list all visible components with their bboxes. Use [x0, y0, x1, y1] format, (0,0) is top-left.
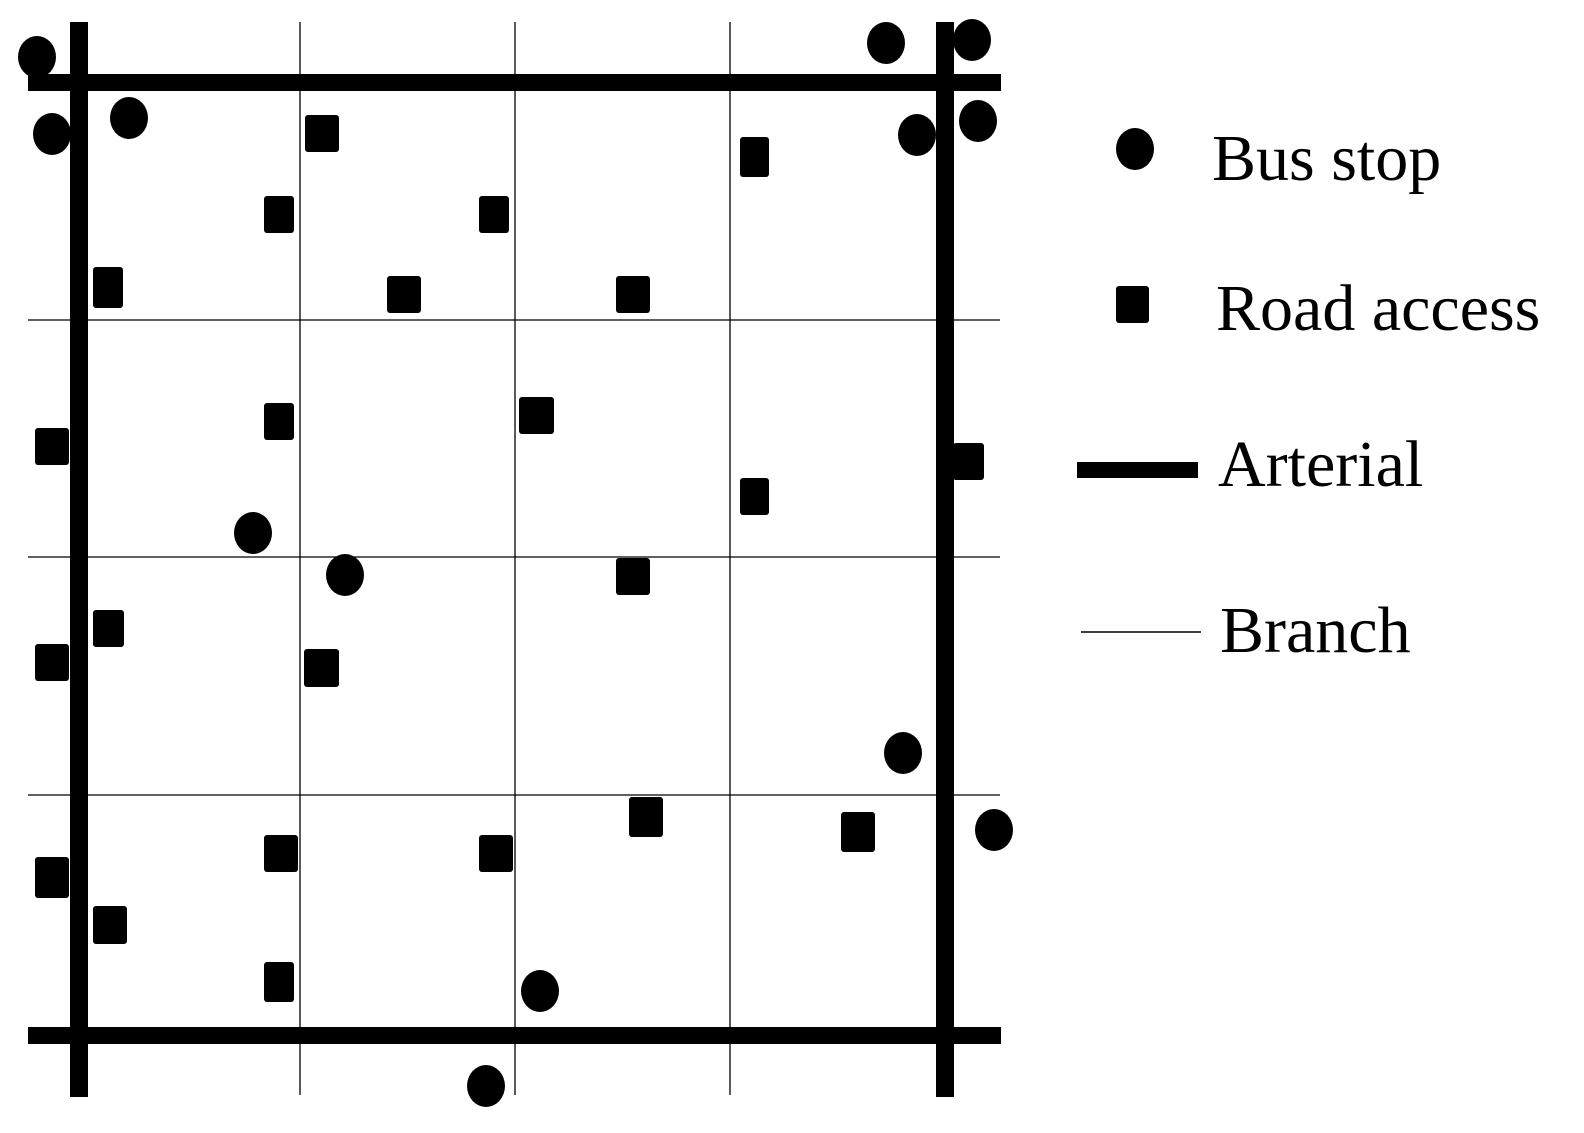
road-access-marker	[264, 835, 298, 872]
bus-stop-marker	[326, 554, 364, 596]
road-access-marker	[740, 478, 769, 515]
road-access-marker	[264, 403, 294, 440]
bus-stop-marker	[467, 1065, 505, 1107]
road-access-marker	[953, 443, 984, 480]
legend-branch: Branch	[1081, 594, 1411, 667]
arterial-road	[28, 74, 1001, 91]
road-access-marker	[479, 196, 509, 233]
legend-bus-stop: Bus stop	[1116, 122, 1441, 195]
legend-road-access: Road access	[1116, 272, 1540, 345]
road-access-marker	[35, 857, 69, 898]
road-access-marker	[264, 962, 294, 1002]
bus-stop-marker	[884, 732, 922, 774]
legend-arterial-label: Arterial	[1218, 428, 1423, 501]
road-access-marker	[479, 835, 513, 872]
bus-stops	[18, 19, 1013, 1107]
road-access-marker	[616, 558, 650, 595]
arterial-line-icon	[1077, 462, 1198, 478]
legend: Bus stop Road access Arterial Branch	[1077, 122, 1540, 667]
road-access-marker	[841, 812, 875, 852]
road-access-marker	[305, 115, 339, 152]
arterial-road	[28, 1027, 1001, 1044]
road-access-marker	[387, 276, 421, 313]
road-access-icon	[1116, 286, 1149, 323]
bus-stop-marker	[33, 113, 71, 155]
bus-stop-marker	[959, 100, 997, 142]
road-access-marker	[264, 196, 294, 233]
bus-stop-marker	[521, 970, 559, 1012]
road-access-points	[35, 115, 984, 1002]
bus-stop-marker	[953, 19, 991, 61]
bus-stop-marker	[110, 97, 148, 139]
bus-stop-marker	[975, 809, 1013, 851]
branch-roads	[28, 22, 1000, 1095]
arterial-road	[936, 22, 954, 1097]
bus-stop-marker	[867, 22, 905, 64]
road-access-marker	[629, 797, 663, 837]
road-access-marker	[93, 906, 127, 944]
road-access-marker	[740, 137, 769, 177]
road-access-marker	[304, 649, 339, 687]
bus-stop-icon	[1116, 128, 1154, 170]
road-access-marker	[35, 644, 69, 681]
bus-stop-marker	[18, 36, 56, 78]
arterial-roads	[28, 22, 1001, 1097]
bus-stop-marker	[234, 512, 272, 554]
legend-bus-stop-label: Bus stop	[1212, 122, 1441, 195]
road-access-marker	[616, 276, 650, 313]
legend-arterial: Arterial	[1077, 428, 1423, 501]
bus-stop-marker	[898, 114, 936, 156]
road-access-marker	[519, 397, 554, 434]
arterial-road	[70, 22, 88, 1097]
road-access-marker	[93, 267, 123, 308]
road-access-marker	[93, 610, 124, 647]
legend-branch-label: Branch	[1220, 594, 1411, 667]
legend-road-access-label: Road access	[1216, 272, 1540, 345]
road-access-marker	[35, 428, 69, 465]
